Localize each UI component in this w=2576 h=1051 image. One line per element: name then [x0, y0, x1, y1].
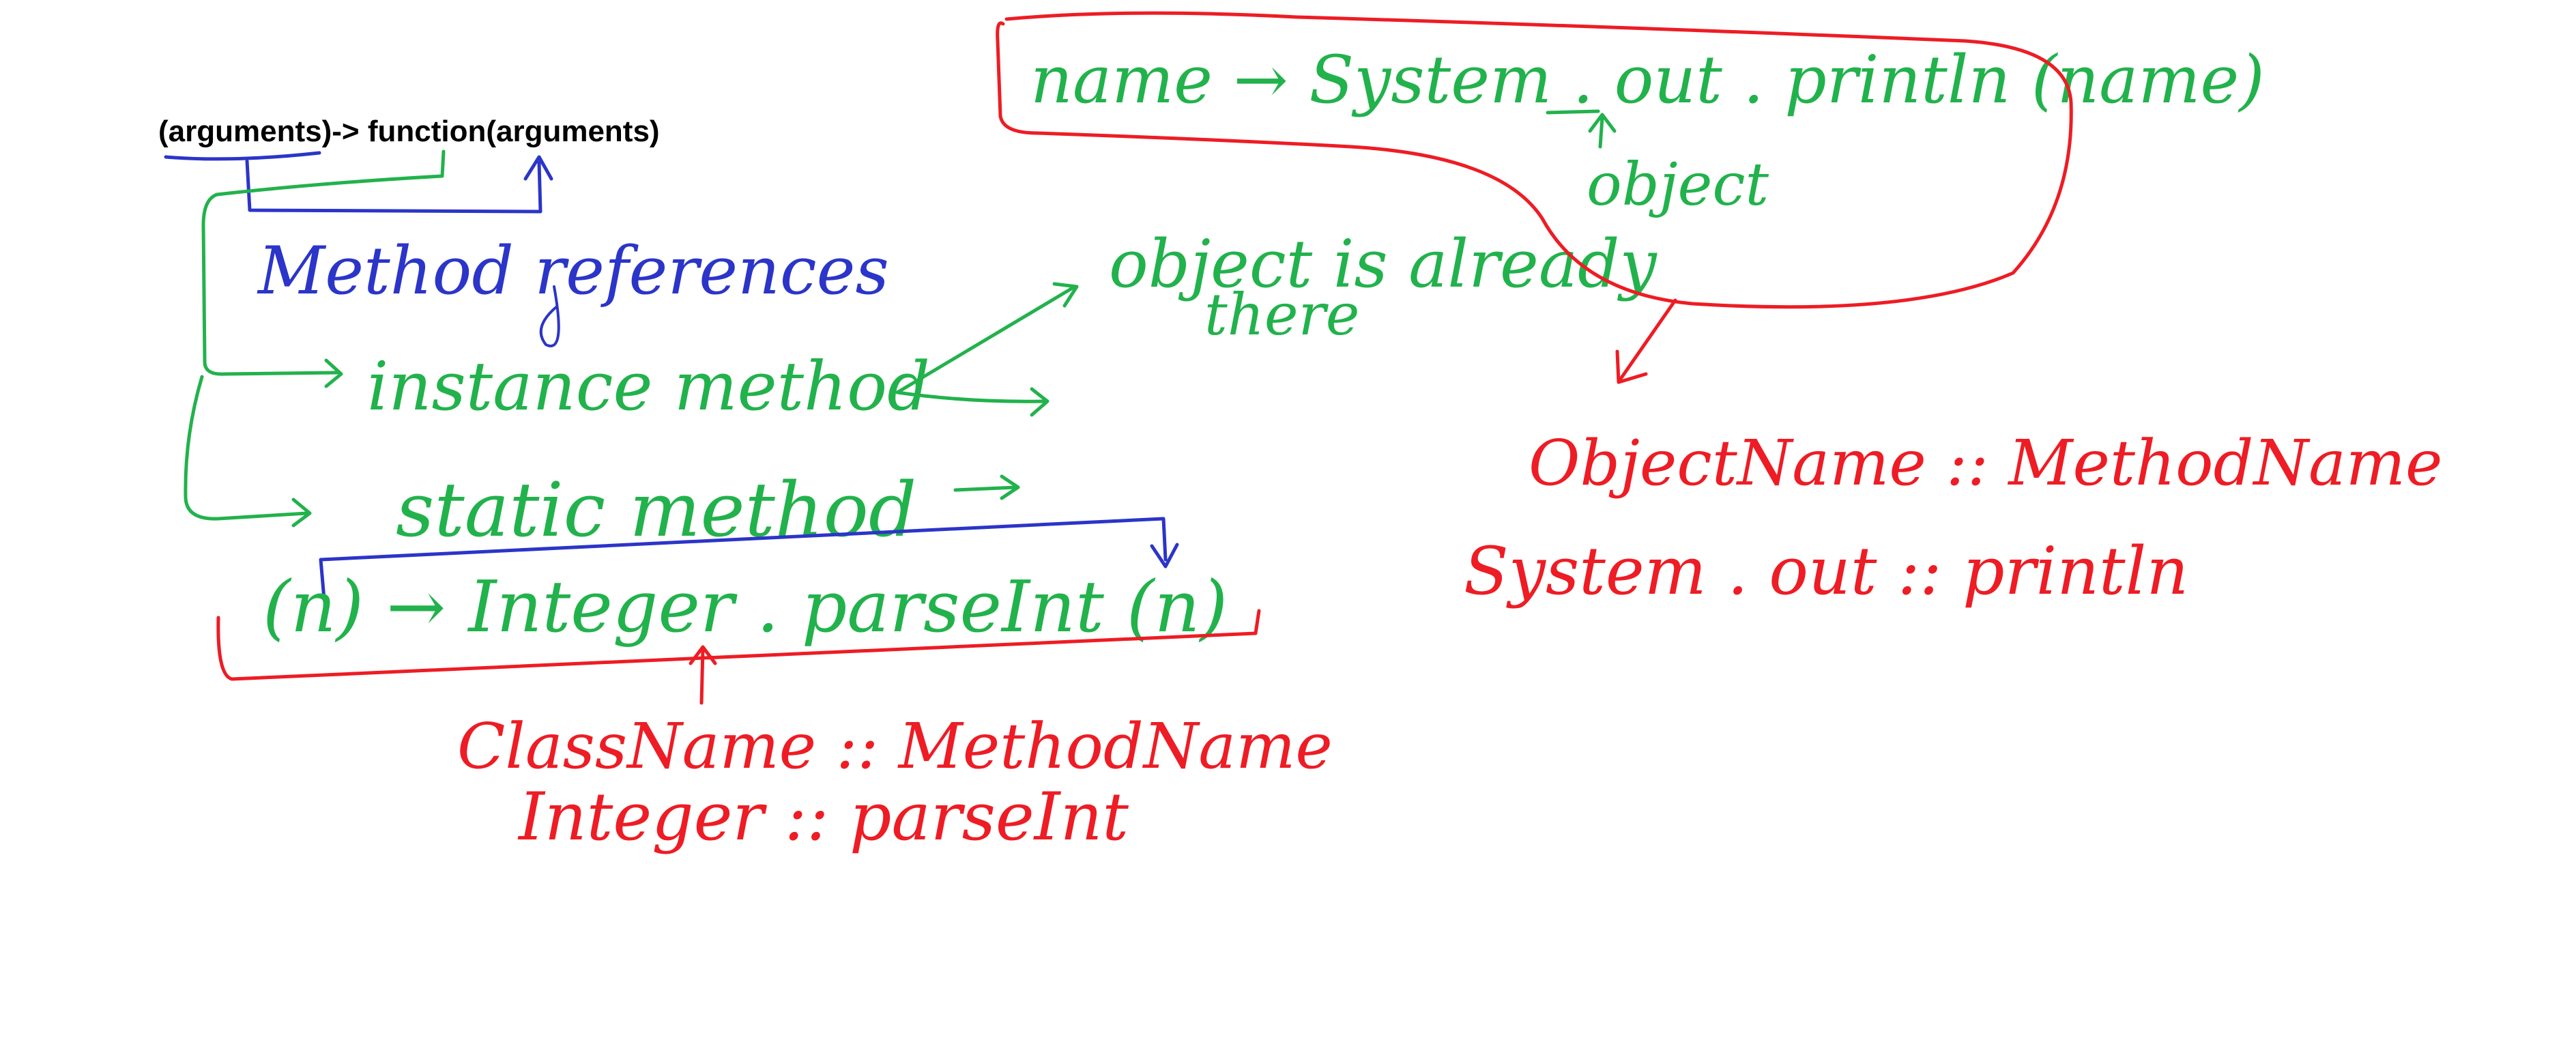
blue-bracket-static — [319, 517, 1168, 601]
static-method-label: static method — [396, 466, 916, 553]
object-already-line1: object is already — [1109, 226, 1658, 302]
green-arrowhead-up-out — [1588, 113, 1617, 133]
lambda-println: name → System . out . println (name) — [1030, 42, 2265, 118]
system-out-println: System . out :: println — [1464, 533, 2188, 609]
object-label: object — [1587, 151, 1769, 219]
green-arrow-up-out — [1598, 115, 1604, 149]
classname-methodname: ClassName :: MethodName — [457, 710, 1333, 783]
red-arrow-down-objectname — [1619, 298, 1677, 381]
object-already-line2: there — [1204, 281, 1359, 348]
green-underline-out — [1546, 109, 1600, 115]
red-bracket-static — [216, 609, 1261, 681]
green-branch-right — [895, 390, 1046, 403]
green-arrow-after-static — [953, 485, 1019, 492]
red-loop-println — [996, 11, 2073, 309]
green-arrowhead-after-static — [1000, 474, 1020, 500]
green-branch-to-object — [895, 285, 1077, 394]
typed-lambda-syntax: (arguments)-> function(arguments) — [158, 115, 660, 148]
green-arrowhead-instance — [324, 358, 343, 388]
method-references-label: Method references — [257, 233, 889, 309]
integer-parseint: Integer :: parseInt — [517, 779, 1129, 855]
green-arrowhead-static — [291, 498, 312, 528]
green-arrowhead-object — [1052, 282, 1079, 308]
green-tree-line-2 — [184, 375, 309, 521]
green-tree-line — [201, 149, 446, 376]
red-arrow-up-integer — [699, 646, 705, 705]
lambda-parseint: (n) → Integer . parseInt (n) — [263, 565, 1228, 648]
red-arrowhead-up-integer — [689, 645, 717, 665]
blue-bracket-arrow — [245, 159, 542, 214]
instance-method-label: instance method — [367, 348, 930, 426]
blue-loop-under-references — [539, 285, 560, 347]
green-arrowhead-right — [1030, 387, 1050, 417]
blue-arrowhead-down — [1150, 543, 1179, 568]
objectname-methodname: ObjectName :: MethodName — [1529, 427, 2442, 500]
blue-underline-arguments — [164, 151, 321, 161]
blue-arrowhead-up — [523, 155, 553, 181]
red-arrowhead-down-objectname — [1615, 349, 1648, 384]
